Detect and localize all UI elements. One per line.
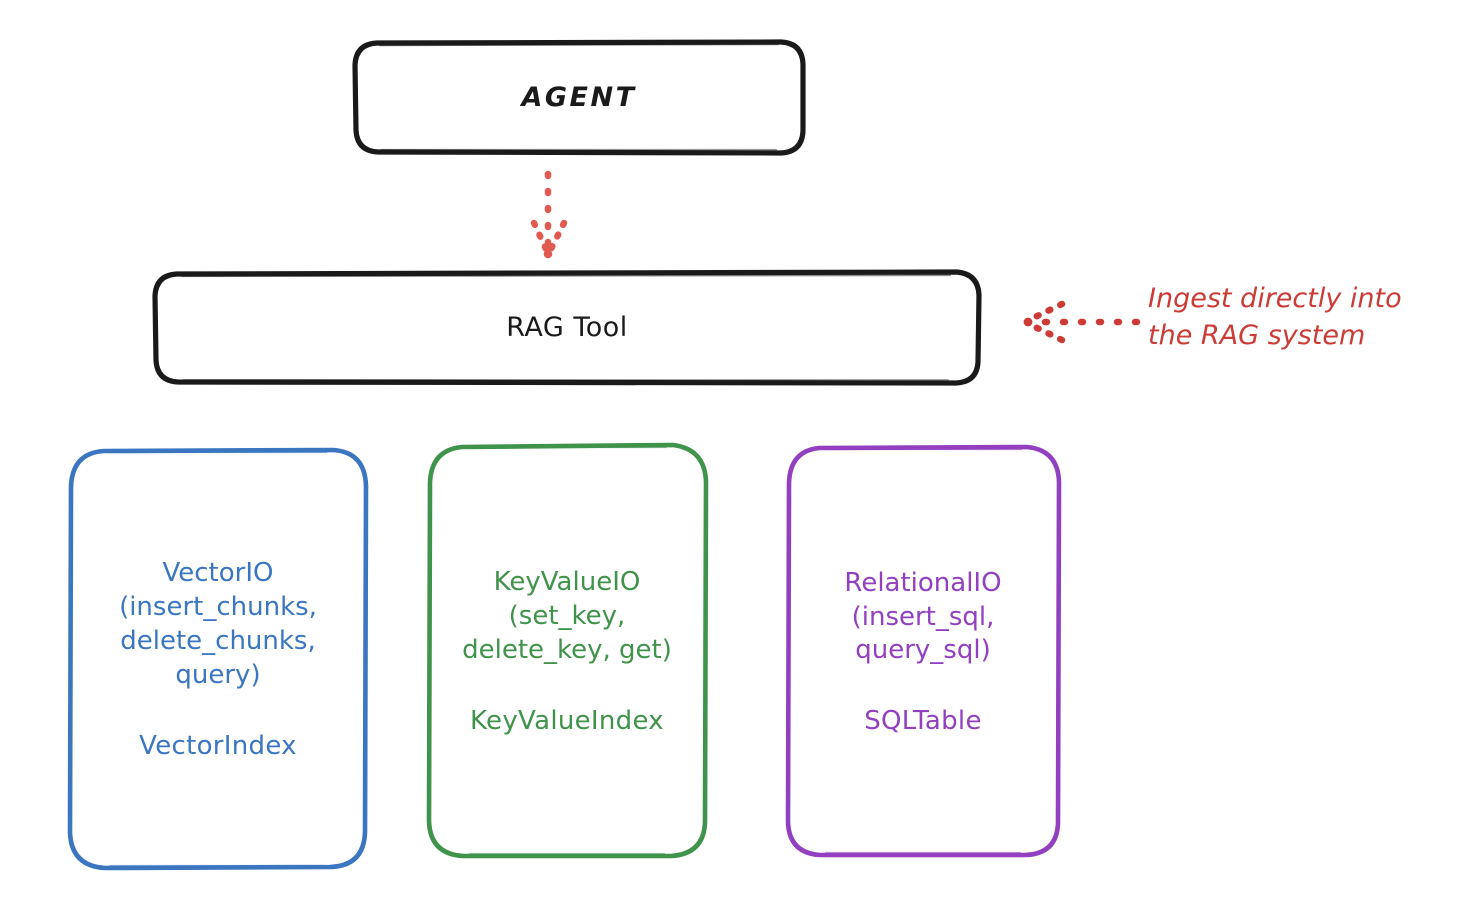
connector-agent-to-rag-tool	[530, 170, 568, 259]
key-value-io-title: KeyValueIO (set_key, delete_key, get)	[462, 567, 672, 665]
relational-io-node[interactable]: RelationalIO (insert_sql, query_sql) SQL…	[788, 447, 1058, 856]
ingest-annotation-text: Ingest directly into the RAG system	[1148, 283, 1402, 352]
vector-index-label: VectorIndex	[139, 730, 297, 761]
sql-table-label: SQLTable	[864, 706, 982, 737]
vector-io-node[interactable]: VectorIO (insert_chunks, delete_chunks, …	[70, 450, 366, 868]
relational-io-title: RelationalIO (insert_sql, query_sql)	[844, 567, 1002, 666]
key-value-index-label: KeyValueIndex	[469, 705, 664, 736]
rag-tool-node[interactable]: RAG Tool	[155, 272, 979, 384]
ingest-annotation: Ingest directly into the RAG system	[1148, 280, 1468, 355]
rag-tool-node-label: RAG Tool	[506, 311, 628, 343]
vector-io-title: VectorIO (insert_chunks, delete_chunks, …	[119, 558, 317, 690]
connector-ingest-to-rag-tool	[1023, 300, 1141, 344]
key-value-io-node[interactable]: KeyValueIO (set_key, delete_key, get) Ke…	[428, 446, 706, 856]
agent-node[interactable]: AGENT	[355, 42, 803, 154]
agent-node-label: AGENT	[521, 81, 637, 113]
